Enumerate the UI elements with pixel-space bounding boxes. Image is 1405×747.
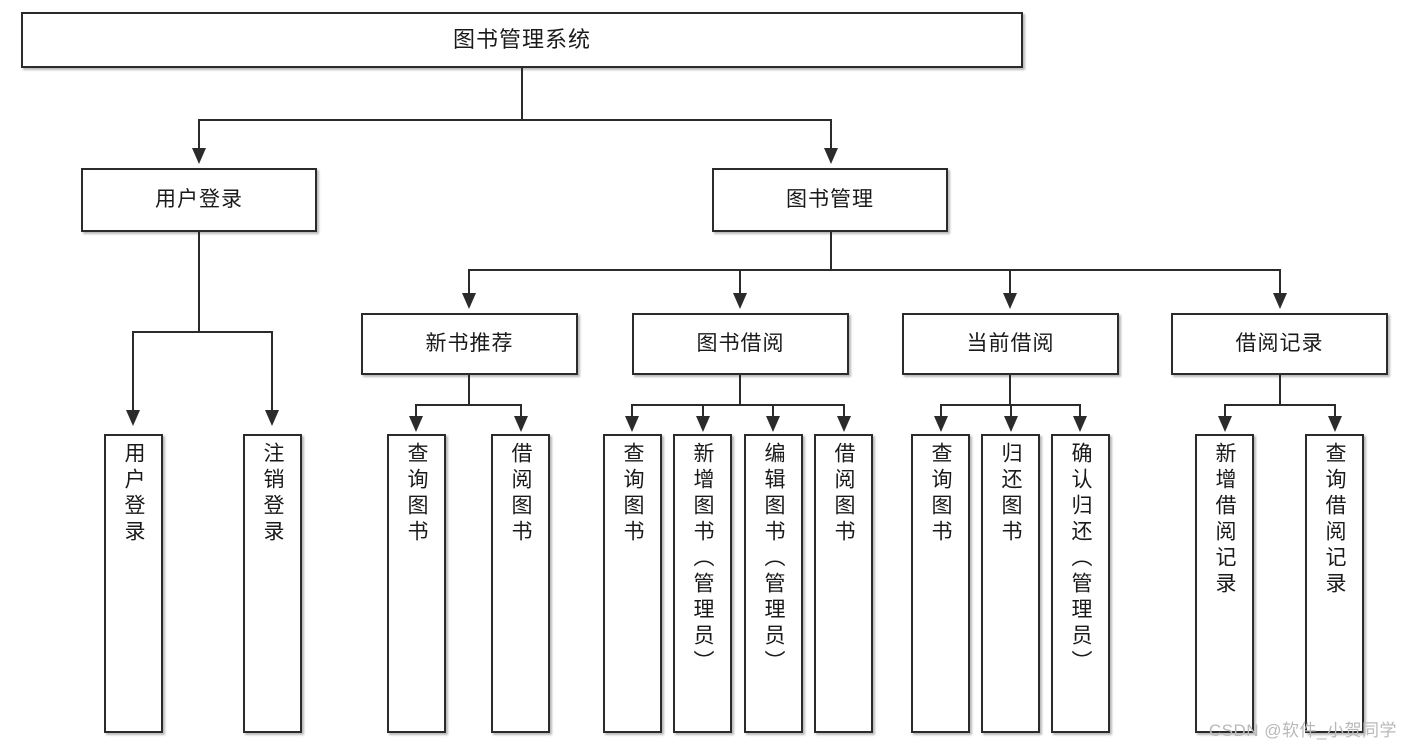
arrowhead-current-borrow bbox=[1003, 293, 1017, 309]
arrowhead-bb-leaf-3 bbox=[766, 416, 780, 432]
leaf-book-borrow-add-book-admin[interactable]: 新增图书（管理员） bbox=[673, 434, 732, 733]
node-label: 用户登录 bbox=[155, 187, 243, 211]
edge-borrow-record-bus bbox=[1224, 404, 1336, 406]
leaf-new-book-borrow-book[interactable]: 借阅图书 bbox=[491, 434, 550, 733]
edge-root-to-user-login bbox=[198, 119, 200, 149]
node-user-login[interactable]: 用户登录 bbox=[81, 168, 317, 232]
edge-book-management-bus bbox=[468, 269, 1280, 271]
leaf-label: 归还图书 bbox=[999, 442, 1022, 546]
leaf-label: 新增借阅记录 bbox=[1213, 442, 1236, 598]
arrowhead-new-book-leaf-1 bbox=[409, 416, 423, 432]
leaf-user-login-logout[interactable]: 注销登录 bbox=[243, 434, 302, 733]
node-root-book-management-system[interactable]: 图书管理系统 bbox=[21, 12, 1023, 68]
arrowhead-cb-leaf-3 bbox=[1073, 416, 1087, 432]
node-book-management[interactable]: 图书管理 bbox=[712, 168, 948, 232]
leaf-book-borrow-query-book[interactable]: 查询图书 bbox=[603, 434, 662, 733]
edge-book-borrow-stem bbox=[739, 375, 741, 405]
arrowhead-bb-leaf-4 bbox=[837, 416, 851, 432]
node-label: 图书管理系统 bbox=[452, 27, 591, 53]
leaf-label: 借阅图书 bbox=[832, 442, 855, 546]
edge-bm-to-new-book bbox=[468, 269, 470, 294]
edge-root-stem bbox=[521, 68, 523, 120]
leaf-current-borrow-query-book[interactable]: 查询图书 bbox=[911, 434, 970, 733]
leaf-label: 查询借阅记录 bbox=[1323, 442, 1346, 598]
leaf-label: 查询图书 bbox=[621, 442, 644, 546]
leaf-current-borrow-return-book[interactable]: 归还图书 bbox=[981, 434, 1040, 733]
leaf-label: 借阅图书 bbox=[509, 442, 532, 546]
leaf-user-login-login[interactable]: 用户登录 bbox=[104, 434, 163, 733]
leaf-label: 编辑图书（管理员） bbox=[762, 442, 785, 676]
edge-br-to-leaf-2 bbox=[1334, 404, 1336, 417]
edge-bb-to-leaf-2 bbox=[702, 404, 704, 417]
edge-bb-to-leaf-3 bbox=[772, 404, 774, 417]
leaf-borrow-record-query-record[interactable]: 查询借阅记录 bbox=[1305, 434, 1364, 733]
arrowhead-user-login-leaf-2 bbox=[265, 410, 279, 426]
edge-current-borrow-stem bbox=[1009, 375, 1011, 405]
arrowhead-cb-leaf-1 bbox=[934, 416, 948, 432]
node-label: 借阅记录 bbox=[1235, 331, 1324, 355]
arrowhead-book-borrow bbox=[733, 293, 747, 309]
edge-cb-to-leaf-2 bbox=[1010, 404, 1012, 417]
edge-new-book-to-leaf-1 bbox=[415, 404, 417, 417]
edge-user-login-bus bbox=[133, 331, 273, 333]
edge-cb-to-leaf-3 bbox=[1079, 404, 1081, 417]
node-book-borrow[interactable]: 图书借阅 bbox=[632, 313, 849, 375]
edge-bm-to-current-borrow bbox=[1009, 269, 1011, 294]
node-label: 图书管理 bbox=[786, 187, 874, 211]
arrowhead-book-management bbox=[824, 148, 838, 164]
leaf-label: 注销登录 bbox=[261, 442, 284, 546]
edge-new-book-stem bbox=[468, 375, 470, 405]
arrowhead-br-leaf-2 bbox=[1328, 416, 1342, 432]
arrowhead-user-login-leaf-1 bbox=[126, 410, 140, 426]
node-label: 图书借阅 bbox=[696, 331, 785, 355]
edge-root-to-book-management bbox=[830, 119, 832, 149]
edge-user-login-to-leaf-2 bbox=[271, 331, 273, 411]
arrowhead-bb-leaf-2 bbox=[696, 416, 710, 432]
leaf-label: 查询图书 bbox=[929, 442, 952, 546]
leaf-book-borrow-borrow-book[interactable]: 借阅图书 bbox=[814, 434, 873, 733]
edge-new-book-to-leaf-2 bbox=[520, 404, 522, 417]
edge-bb-to-leaf-4 bbox=[843, 404, 845, 417]
arrowhead-cb-leaf-2 bbox=[1004, 416, 1018, 432]
leaf-current-borrow-confirm-return-admin[interactable]: 确认归还（管理员） bbox=[1051, 434, 1110, 733]
leaf-new-book-query-book[interactable]: 查询图书 bbox=[387, 434, 446, 733]
edge-user-login-to-leaf-1 bbox=[132, 331, 134, 411]
edge-br-to-leaf-1 bbox=[1224, 404, 1226, 417]
edge-book-borrow-bus bbox=[631, 404, 845, 406]
edge-borrow-record-stem bbox=[1279, 375, 1281, 405]
node-new-book-recommend[interactable]: 新书推荐 bbox=[361, 313, 578, 375]
edge-bm-to-book-borrow bbox=[739, 269, 741, 294]
leaf-label: 查询图书 bbox=[405, 442, 428, 546]
arrowhead-new-book-recommend bbox=[462, 293, 476, 309]
leaf-borrow-record-add-record[interactable]: 新增借阅记录 bbox=[1195, 434, 1254, 733]
edge-root-bus bbox=[198, 119, 832, 121]
node-current-borrow[interactable]: 当前借阅 bbox=[902, 313, 1119, 375]
edge-bb-to-leaf-1 bbox=[631, 404, 633, 417]
node-label: 当前借阅 bbox=[966, 331, 1055, 355]
arrowhead-br-leaf-1 bbox=[1218, 416, 1232, 432]
leaf-label: 用户登录 bbox=[122, 442, 145, 546]
node-borrow-record[interactable]: 借阅记录 bbox=[1171, 313, 1388, 375]
leaf-label: 确认归还（管理员） bbox=[1069, 442, 1092, 676]
leaf-book-borrow-edit-book-admin[interactable]: 编辑图书（管理员） bbox=[744, 434, 803, 733]
edge-book-management-stem bbox=[830, 232, 832, 270]
leaf-label: 新增图书（管理员） bbox=[691, 442, 714, 676]
edge-cb-to-leaf-1 bbox=[940, 404, 942, 417]
node-label: 新书推荐 bbox=[425, 331, 514, 355]
edge-user-login-stem bbox=[198, 232, 200, 332]
arrowhead-new-book-leaf-2 bbox=[514, 416, 528, 432]
arrowhead-bb-leaf-1 bbox=[625, 416, 639, 432]
arrowhead-borrow-record bbox=[1273, 293, 1287, 309]
arrowhead-user-login bbox=[192, 148, 206, 164]
edge-new-book-bus bbox=[415, 404, 522, 406]
edge-bm-to-borrow-record bbox=[1279, 269, 1281, 294]
